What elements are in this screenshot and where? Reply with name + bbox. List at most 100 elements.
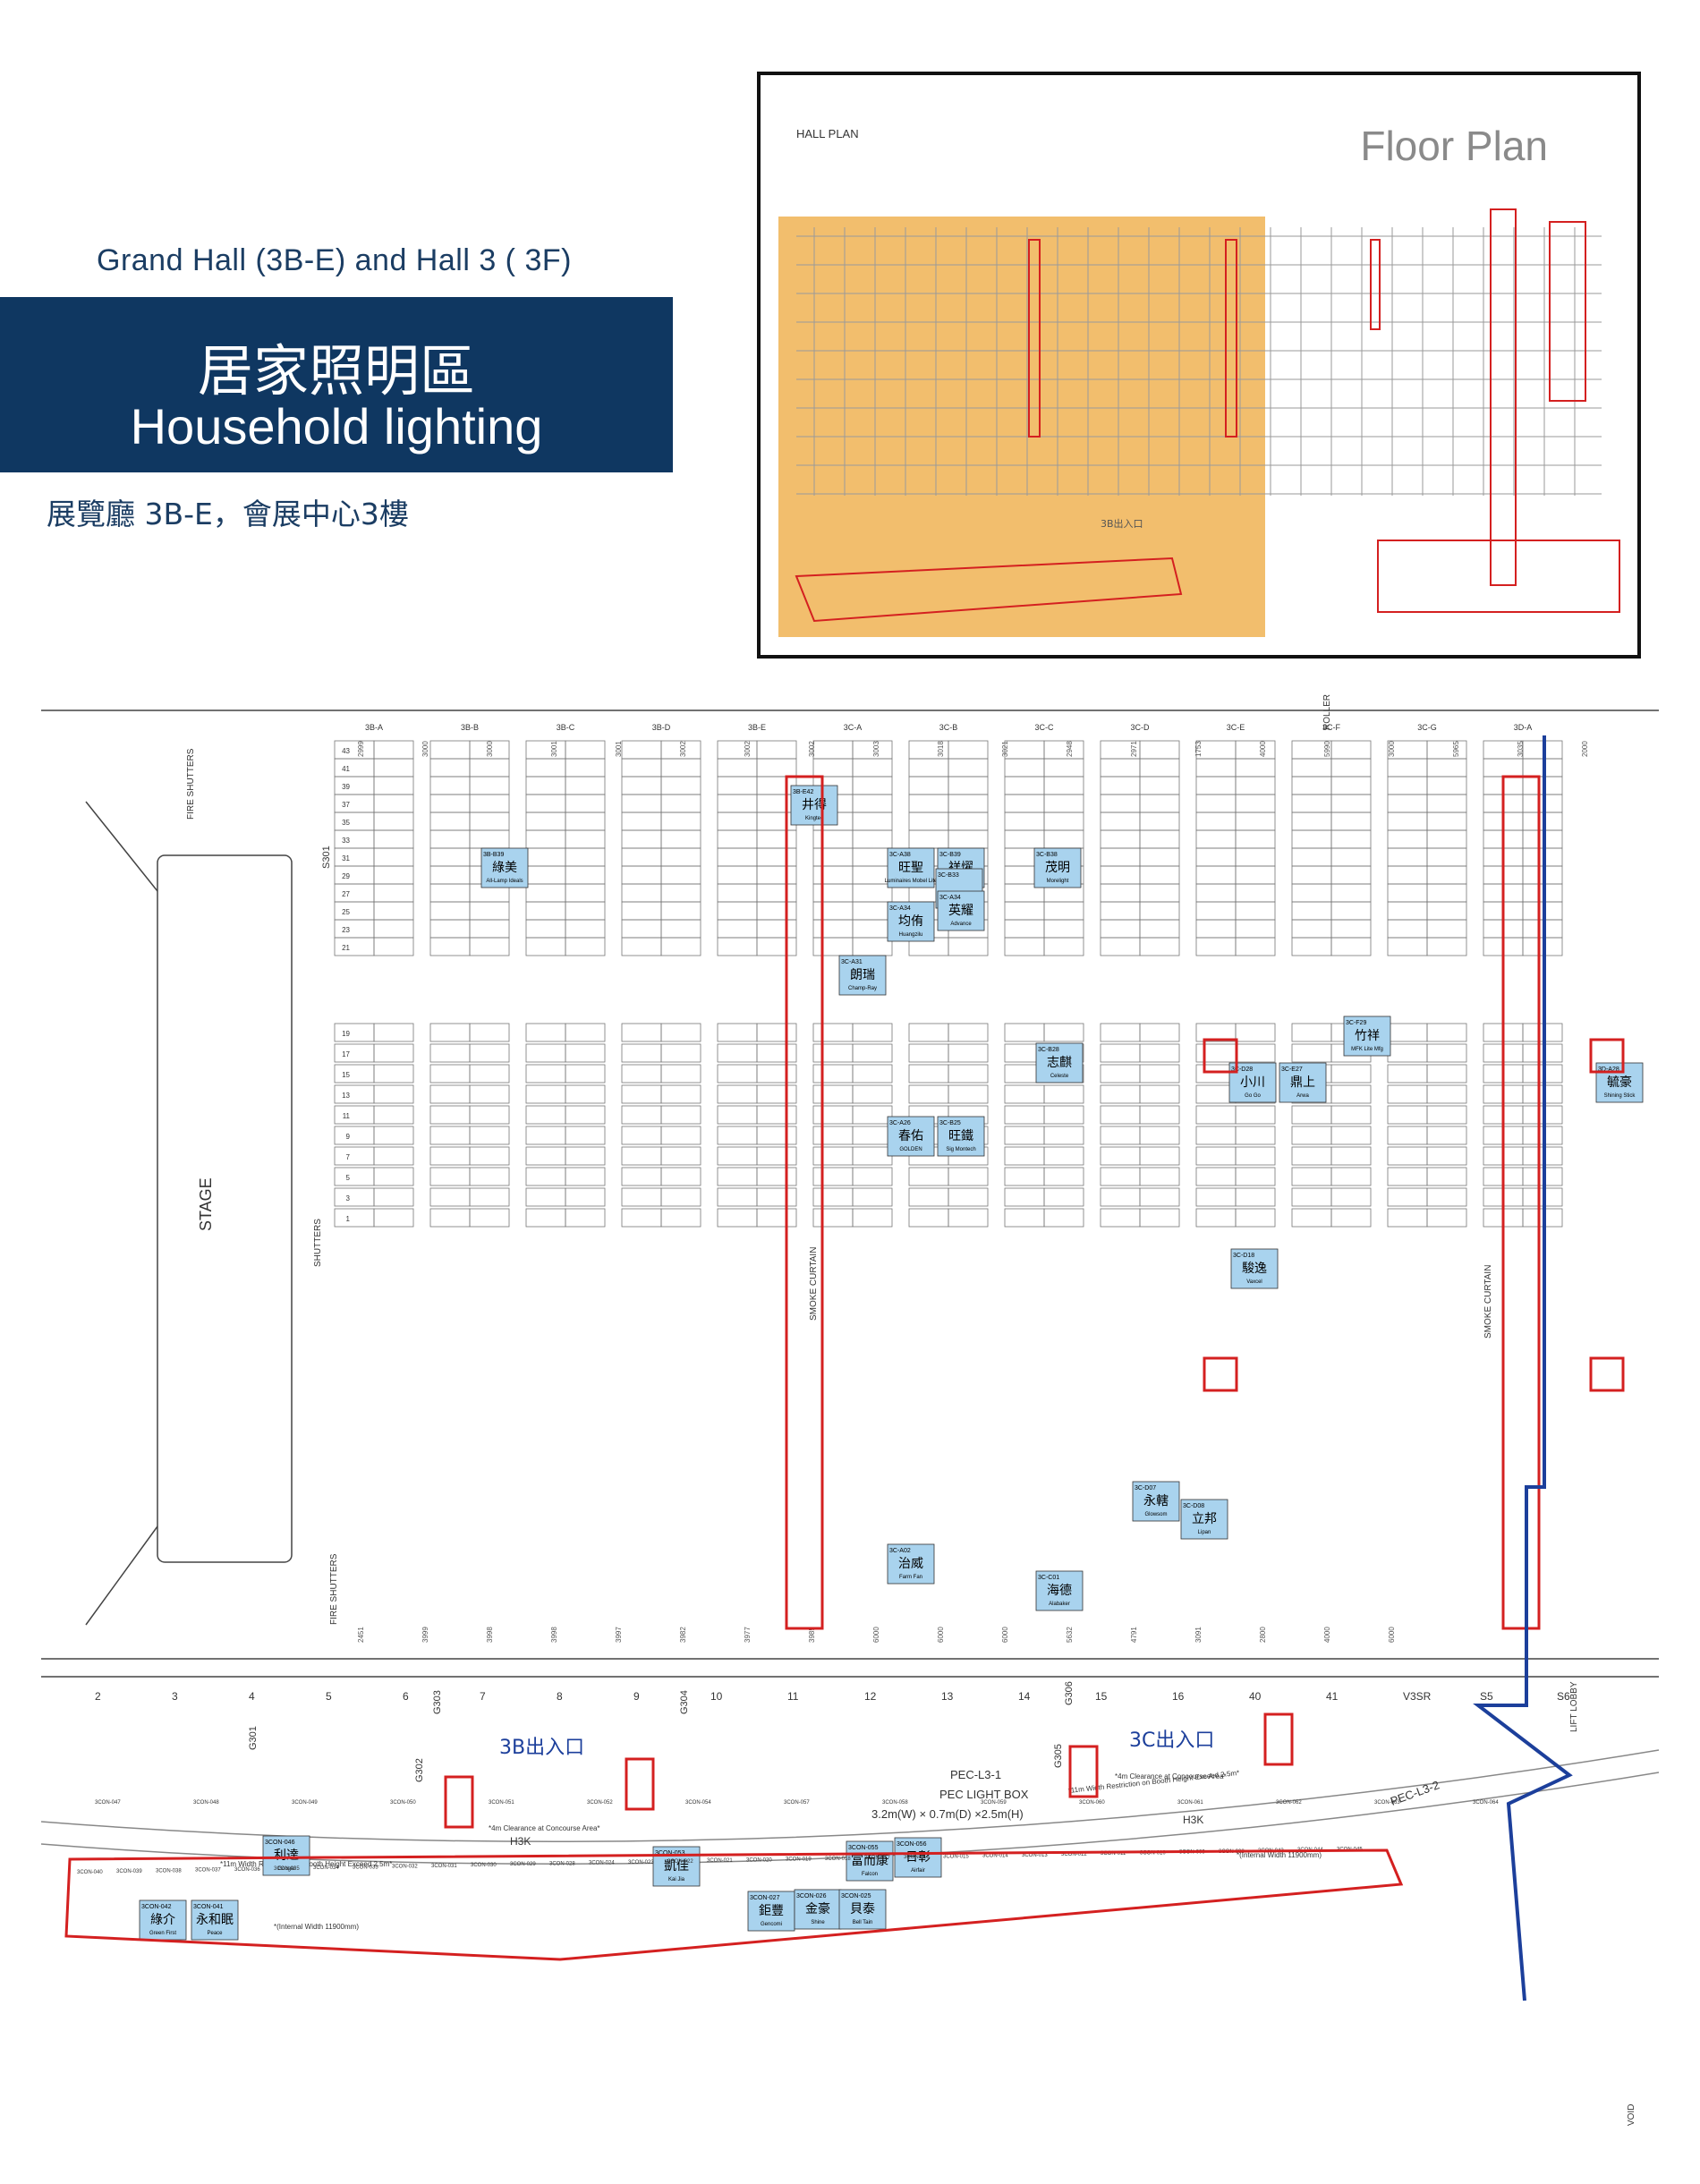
booth-cell: [469, 1187, 510, 1207]
exhibitor-name-zh: 旺聖: [898, 861, 923, 875]
booth-cell: [717, 1043, 758, 1063]
booth-cell: [660, 1167, 701, 1186]
distance-mark: 4000: [1259, 741, 1267, 757]
entrance-3b: 3B出入口: [499, 1737, 584, 1759]
void-label: VOID: [1627, 2104, 1636, 2126]
title-zh: 居家照明區: [197, 338, 475, 404]
booth-cell: [908, 794, 949, 813]
distance-mark: 3997: [615, 1627, 623, 1643]
exhibitor-booth-fill: [794, 1889, 842, 1930]
exhibitor-name-zh: 綠美: [492, 861, 517, 875]
booth-cell: [373, 1187, 414, 1207]
booth-cell: [756, 1023, 797, 1042]
booth-cell: [1139, 865, 1180, 885]
booth-cell: [1139, 883, 1180, 903]
room-g304: G304: [679, 1690, 690, 1714]
booth-cell: [1004, 829, 1045, 849]
booth-cell: [1100, 758, 1141, 778]
booth-cell: [948, 794, 989, 813]
booth-cell: [469, 794, 510, 813]
booth-cell: [373, 1105, 414, 1125]
booth-cell: [1139, 1043, 1180, 1063]
booth-cell: [756, 937, 797, 956]
booth-cell: [373, 812, 414, 831]
exhibitor-booth-fill: [1343, 1016, 1391, 1057]
booth-cell: [1330, 740, 1372, 760]
booth-cell: [373, 1146, 414, 1166]
booth-cell: [1235, 1187, 1276, 1207]
booth-cell: [1426, 1126, 1467, 1145]
booth-cell: [756, 1187, 797, 1207]
booth-cell: [621, 1187, 662, 1207]
booth-grid: [334, 740, 1563, 1228]
exhibitor-booth-fill: [937, 890, 985, 931]
booth-cell: [469, 919, 510, 939]
exhibitor-name-en: Gencomi: [761, 1922, 782, 1927]
booth-cell: [812, 1187, 854, 1207]
booth-cell: [1235, 901, 1276, 921]
booth-cell: [756, 847, 797, 867]
booth-cell: [1426, 865, 1467, 885]
booth-cell: [1483, 758, 1524, 778]
booth-cell: [1387, 937, 1428, 956]
booth-number: 3B-B39: [483, 852, 504, 858]
booth-number: 3C-B38: [1036, 852, 1058, 858]
exhibitor-booth-fill: [887, 847, 935, 888]
distance-mark: 3998: [550, 1627, 558, 1643]
booth-cell: [1426, 1167, 1467, 1186]
concourse-booth: 3CON-028: [549, 1861, 575, 1866]
exhibitor-name-zh: 旺鐵: [948, 1128, 973, 1143]
booth-cell: [908, 776, 949, 795]
booth-cell: [565, 865, 606, 885]
booth-cell: [1235, 1146, 1276, 1166]
booth-cell: [469, 1043, 510, 1063]
internal-width-note: *(Internal Width 11900mm): [274, 1923, 359, 1931]
distance-mark: 3002: [808, 741, 816, 757]
booth-cell: [1043, 1105, 1084, 1125]
booth-cell: [717, 776, 758, 795]
booth-cell: [1195, 1187, 1237, 1207]
booth-cell: [334, 740, 375, 760]
booth-number: 3CON-025: [841, 1893, 871, 1899]
booth-cell: [1195, 919, 1237, 939]
booth-cell: [1043, 919, 1084, 939]
booth-cell: [1387, 1084, 1428, 1104]
concourse-booth: 3CON-023: [628, 1860, 654, 1865]
booth-cell: [717, 919, 758, 939]
booth-cell: [1330, 937, 1372, 956]
row-number: 7: [346, 1153, 351, 1161]
exhibitor-name-zh: 朗瑞: [850, 968, 875, 982]
booth-cell: [908, 1167, 949, 1186]
concourse-booth: 3CON-064: [1473, 1800, 1499, 1806]
booth-cell: [948, 776, 989, 795]
exhibitor-name-zh: 小川: [1240, 1075, 1265, 1090]
booth-cell: [469, 829, 510, 849]
concourse-booth: 3CON-010: [1140, 1850, 1166, 1856]
